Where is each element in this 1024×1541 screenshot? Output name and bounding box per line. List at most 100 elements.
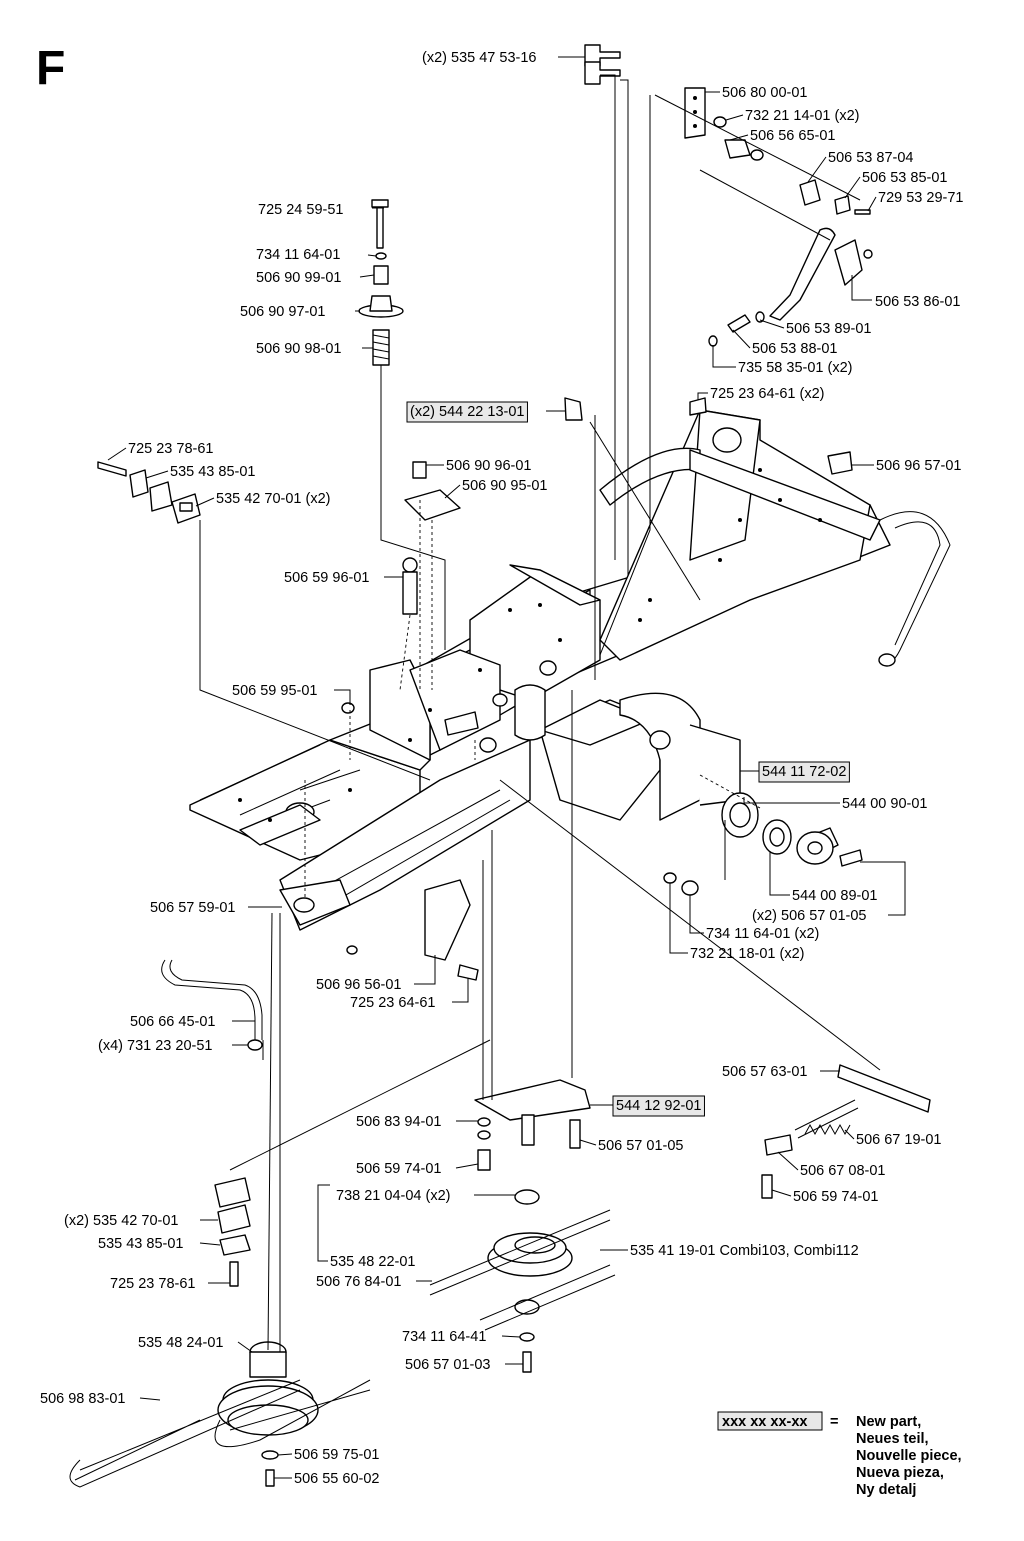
- part-callout: 506 96 57-01: [852, 458, 961, 474]
- part-number-label: 535 43 85-01: [170, 464, 255, 480]
- dashed-assembly-lines: [304, 500, 761, 900]
- legend-equals: =: [830, 1414, 838, 1430]
- leader-line: [237, 1341, 253, 1353]
- part-number: 535 48 24-01: [138, 1335, 223, 1351]
- part-callout: 544 00 90-01: [743, 796, 927, 812]
- part-number: 535 41 19-01: [630, 1243, 715, 1259]
- part-number: 725 24 59-51: [258, 202, 343, 218]
- part-number: 506 53 88-01: [752, 341, 837, 357]
- part-number-label: 506 57 01-03: [405, 1357, 490, 1373]
- leader-line: [452, 978, 469, 1003]
- part-number: 506 57 59-01: [150, 900, 235, 916]
- part-number-label: 535 48 22-01: [330, 1254, 415, 1270]
- part-number: 535 47 53-16: [451, 50, 536, 66]
- part-callout: 734 11 64-01: [256, 247, 377, 263]
- note-label: (x2): [421, 1188, 450, 1204]
- part-number: 725 23 78-61: [110, 1276, 195, 1292]
- part-number-label: 506 90 99-01: [256, 270, 341, 286]
- part-number: 535 42 70-01: [93, 1213, 178, 1229]
- part-number: 506 96 57-01: [876, 458, 961, 474]
- legend-line-de: Neues teil,: [856, 1431, 929, 1447]
- part-callout: 535 42 70-01 (x2): [195, 491, 330, 507]
- part-number-label: 506 96 57-01: [876, 458, 961, 474]
- part-number: 506 90 97-01: [240, 304, 325, 320]
- part-callout: 506 90 95-01: [444, 478, 547, 499]
- frame-holes: [238, 468, 822, 822]
- part-callout: 725 24 59-51: [258, 202, 384, 218]
- legend-sample-box: [717, 1411, 823, 1431]
- part-number: 506 53 89-01: [786, 321, 871, 337]
- part-number: 535 48 22-01: [330, 1254, 415, 1270]
- part-number: 725 23 78-61: [128, 441, 213, 457]
- part-callout: 506 59 96-01: [284, 570, 403, 586]
- part-number: 506 76 84-01: [316, 1274, 401, 1290]
- bracket-top: [684, 87, 764, 161]
- part-number-label: 734 11 64-01 (x2): [706, 926, 819, 942]
- leader-line: [669, 883, 688, 954]
- part-callout: 506 98 83-01: [40, 1391, 161, 1407]
- part-number-label: 506 57 59-01: [150, 900, 235, 916]
- quantity-label: (x2): [752, 908, 781, 924]
- idler-bracket: [474, 1079, 591, 1171]
- part-number: 731 23 20-51: [127, 1038, 212, 1054]
- note-label: (x2): [830, 108, 859, 124]
- note-label: (x2): [775, 946, 804, 962]
- part-callout: 506 53 89-01: [759, 319, 871, 337]
- part-number: 732 21 14-01: [745, 108, 830, 124]
- leader-line: [367, 254, 377, 257]
- leader-line: [139, 1397, 161, 1401]
- part-number: 506 59 95-01: [232, 683, 317, 699]
- part-callout: 738 21 04-04 (x2): [336, 1188, 515, 1204]
- part-callout: 544 00 89-01: [769, 852, 877, 904]
- lower-left-bracket: [161, 879, 479, 1051]
- part-number: 544 22 13-01: [439, 404, 524, 420]
- leader-line: [145, 470, 169, 479]
- note-label: (x2): [301, 491, 330, 507]
- part-number: 506 59 96-01: [284, 570, 369, 586]
- part-number-label: 734 11 64-41: [402, 1329, 486, 1345]
- part-callout: 734 11 64-01 (x2): [689, 895, 819, 942]
- part-number: 725 23 64-61: [710, 386, 795, 402]
- part-number-label: 506 59 96-01: [284, 570, 369, 586]
- leader-line: [860, 861, 906, 916]
- part-callout: 725 23 64-61: [350, 978, 469, 1011]
- part-number: 506 59 74-01: [356, 1161, 441, 1177]
- part-number: 506 90 95-01: [462, 478, 547, 494]
- part-callout: 506 57 01-05: [579, 1138, 683, 1154]
- note-label: (x2): [790, 926, 819, 942]
- part-number: 506 67 19-01: [856, 1132, 941, 1148]
- part-number: 738 21 04-04: [336, 1188, 421, 1204]
- top-bolts: [584, 44, 621, 85]
- part-callout: 725 23 64-61 (x2): [697, 386, 824, 402]
- steering-mount-housing: [514, 684, 741, 821]
- part-number-label: (x2) 506 57 01-05: [752, 908, 866, 924]
- leader-line: [725, 114, 744, 121]
- part-callout: 506 67 19-01: [844, 1129, 941, 1148]
- part-number-label: 506 83 94-01: [356, 1114, 441, 1130]
- leader-line: [807, 156, 827, 183]
- part-callout: 506 59 95-01: [232, 683, 351, 705]
- part-callout: 729 53 29-71: [867, 190, 963, 212]
- part-number-label: 734 11 64-01: [256, 247, 340, 263]
- part-number: 729 53 29-71: [878, 190, 963, 206]
- part-callout: 506 57 01-03: [405, 1357, 523, 1373]
- part-number: 506 98 83-01: [40, 1391, 125, 1407]
- part-number-label: 506 90 95-01: [462, 478, 547, 494]
- part-number-label: 506 96 56-01: [316, 977, 401, 993]
- part-number-label: 732 21 18-01 (x2): [690, 946, 804, 962]
- part-number-label: 725 23 64-61: [350, 995, 435, 1011]
- part-callout: (x2) 544 22 13-01: [406, 401, 566, 423]
- part-number-label: 544 00 89-01: [792, 888, 877, 904]
- part-number-label: 506 55 60-02: [294, 1471, 379, 1487]
- rear-linkage: [761, 1064, 931, 1199]
- part-number-label: 729 53 29-71: [878, 190, 963, 206]
- leader-line: [697, 392, 708, 400]
- bearing-assembly: [663, 792, 863, 896]
- leader-line: [743, 797, 840, 804]
- part-callout: 506 90 96-01: [426, 458, 531, 474]
- part-callout: (x2) 535 42 70-01: [64, 1213, 218, 1229]
- part-number: 506 67 08-01: [800, 1163, 885, 1179]
- part-callout: 506 59 74-01: [771, 1189, 878, 1205]
